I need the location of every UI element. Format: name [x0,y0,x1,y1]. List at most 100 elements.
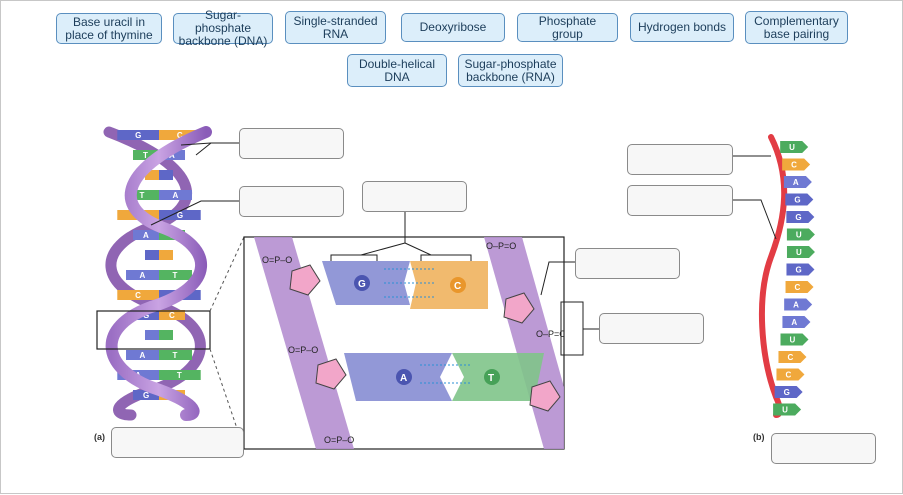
rna-base [786,228,815,241]
bracket-right-2 [420,254,431,261]
helix-base-letter: A [169,151,175,160]
rna-base-letter: C [787,353,793,362]
leader-rna-mid [733,199,777,240]
detail-base-a: A [400,373,407,384]
rna-base [783,176,812,188]
leader-phosphate [560,301,599,356]
drop-target-panel-a[interactable] [111,427,244,458]
drop-target-deoxyribose[interactable] [575,248,680,279]
rna-base-letter: U [796,231,802,240]
helix-base-letter: T [172,271,177,280]
rna-base-letter: U [789,336,795,345]
rna-base [786,211,815,223]
helix-base-left [145,330,159,340]
helix-base-letter: G [177,211,183,220]
helix-base-letter: T [140,191,145,200]
helix-base-right [159,210,201,220]
rna-base-letter: U [796,248,802,257]
detail-base-c: C [454,281,461,292]
panel-b-label: (b) [753,432,765,442]
rna-base-letter: G [795,213,801,222]
helix-base-right [159,310,186,320]
rna-base-letter: U [789,143,795,152]
panel-a-label: (a) [94,432,105,442]
drop-target-helix-mid[interactable] [239,186,344,217]
helix-base-letter: T [172,351,177,360]
chip-deoxyribose[interactable]: Deoxyribose [401,13,505,42]
zoom-box [96,310,211,350]
rna-base-letter: U [782,406,788,415]
chip-hydrogen-bonds[interactable]: Hydrogen bonds [630,13,734,42]
helix-base-letter: T [143,151,148,160]
rna-base-letter: A [793,178,799,187]
helix-base-letter: G [143,391,149,400]
bracket-right [404,242,472,261]
phosphate-mark-5: O–P=O [536,329,566,339]
drop-target-panel-b[interactable] [771,433,876,464]
rna-base-letter: C [785,371,791,380]
helix-base-left [132,230,159,240]
phosphate-mark-2: O=P–O [288,345,318,355]
leader-helix-top-2 [180,142,212,146]
detail-base-g: G [358,279,366,290]
helix-base-left [126,350,159,360]
molecular-detail: O=P–O O=P–O O=P–O O–P=O O–P=O G C A T [243,236,566,450]
helix-base-right [159,330,173,340]
drop-target-hydrogen-bonds[interactable] [362,181,467,212]
helix-base-letter: A [140,351,146,360]
rna-base [786,263,815,276]
helix-base-left [132,390,159,400]
chip-phosphate-group[interactable]: Phosphate group [517,13,618,42]
helix-base-letter: G [135,131,141,140]
helix-base-right [159,270,192,280]
helix-base-right [159,370,201,380]
leader-deoxyribose [540,261,576,296]
phosphate-mark-1: O=P–O [262,255,292,265]
rna-base [786,246,815,258]
rna-base [778,351,807,363]
bracket-left-2 [361,254,378,261]
helix-base-letter: A [172,191,178,200]
helix-base-right [159,190,192,200]
drop-target-phosphate[interactable] [599,313,704,344]
drop-target-helix-top[interactable] [239,128,344,159]
rna-base [784,298,813,311]
rna-base [776,368,805,381]
helix-base-right [159,170,173,180]
deoxyribose-right-bottom [529,380,561,412]
rna-base [774,386,803,398]
drop-target-rna-mid[interactable] [627,185,733,216]
helix-strand-front [105,126,212,421]
helix-base-left [117,130,159,140]
helix-base-right [159,350,192,360]
rna-base [782,158,811,171]
drop-target-rna-top[interactable] [627,144,733,175]
helix-base-left [145,170,159,180]
helix-base-letter: C [177,131,183,140]
helix-base-letter: A [143,231,149,240]
rna-base [780,333,809,346]
helix-base-letter: C [169,311,175,320]
deoxyribose-left-top [289,264,321,296]
helix-base-right [159,130,201,140]
helix-base-letter: G [143,311,149,320]
zoom-connector-top [209,236,245,312]
leader-helix-mid [150,200,239,226]
backbone-left [254,237,354,449]
rna-base-letter: A [793,301,799,310]
rna-base [785,281,814,293]
helix-base-right [159,250,173,260]
helix-base-left [126,190,159,200]
rna-base-letter: C [795,283,801,292]
helix-base-left [132,150,159,160]
helix-base-left [117,290,159,300]
